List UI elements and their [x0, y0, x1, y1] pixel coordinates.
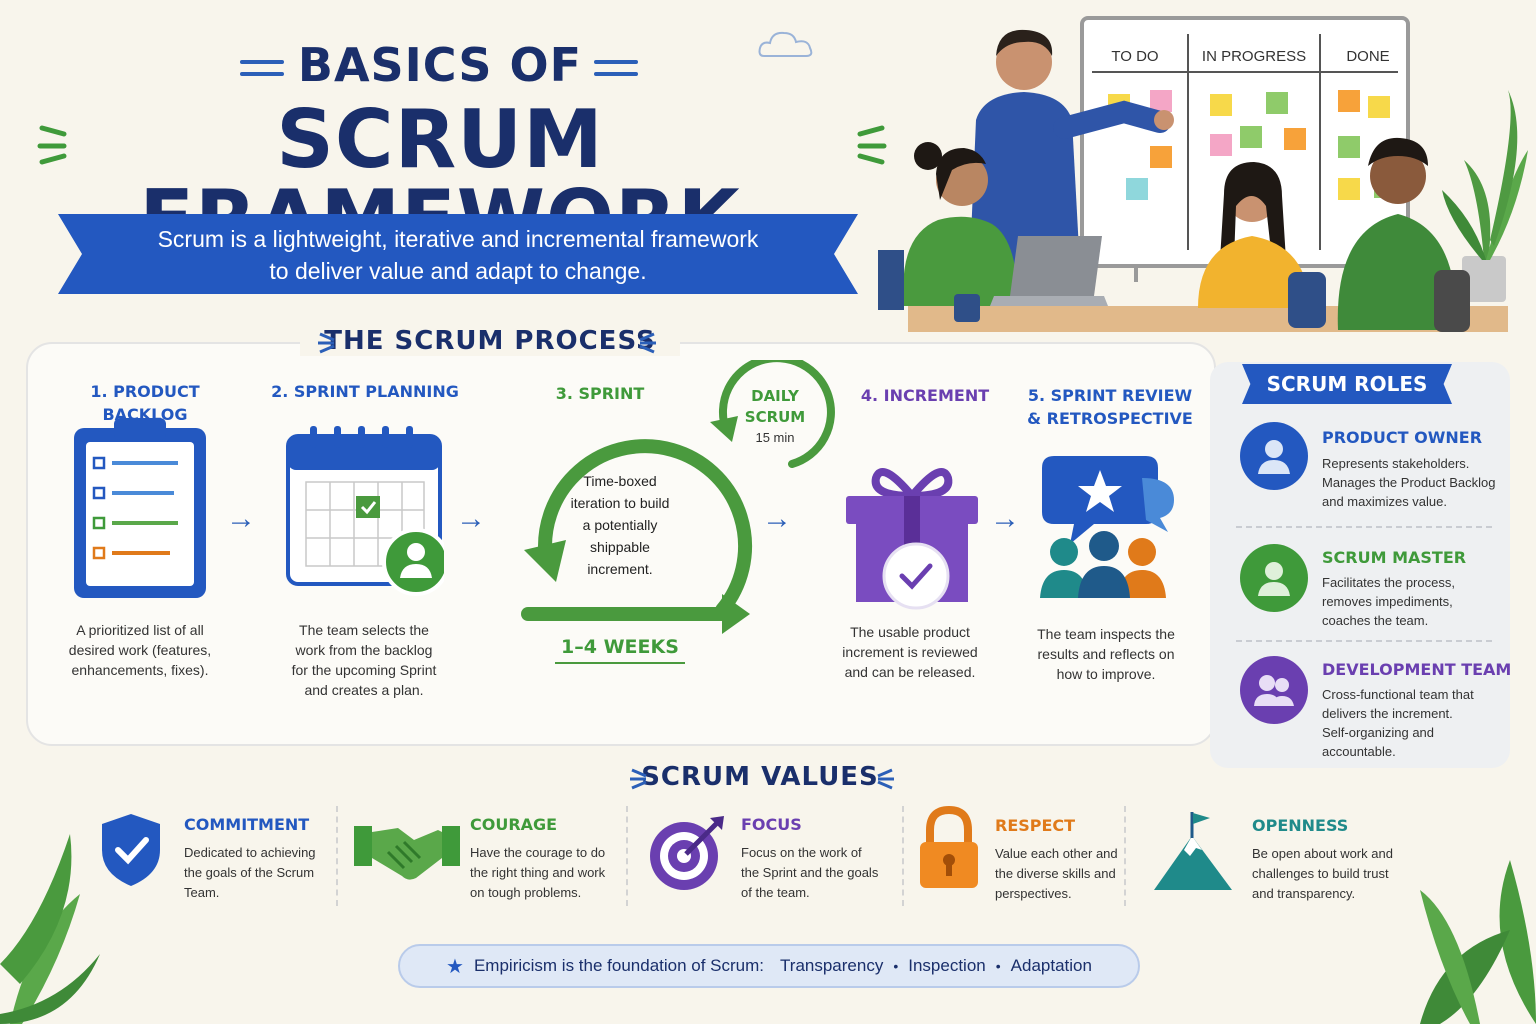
- tagline-banner: Scrum is a lightweight, iterative and in…: [58, 214, 858, 294]
- footer-pillar-inspection: Inspection: [908, 956, 986, 975]
- title-top: BASICS OF: [297, 38, 583, 92]
- arrow-1-icon: →: [226, 502, 256, 535]
- gift-icon: [846, 468, 978, 610]
- cloud-icon: [758, 31, 813, 57]
- values-title: SCRUM VALUES: [641, 762, 879, 792]
- sparkle-left-icon: [37, 125, 67, 165]
- sprint-duration: 1–4 WEEKS: [561, 636, 679, 658]
- handshake-icon: [354, 826, 460, 880]
- value-separator: [902, 806, 904, 906]
- leaves-left-decoration: [0, 834, 100, 1024]
- value-openness-title: OPENNESS: [1252, 816, 1349, 835]
- development-team-avatar-icon: [1240, 656, 1308, 724]
- role-development-team-title: DEVELOPMENT TEAM: [1322, 660, 1512, 679]
- value-separator: [1124, 806, 1126, 906]
- team-review-icon: [1040, 456, 1174, 598]
- role-divider: [1236, 526, 1492, 528]
- board-col-todo: TO DO: [1111, 48, 1159, 65]
- role-product-owner-desc: Represents stakeholders.Manages the Prod…: [1322, 456, 1496, 509]
- leaves-right-decoration: [1420, 860, 1536, 1024]
- value-respect-title: RESPECT: [995, 816, 1076, 835]
- step-3-title: 3. SPRINT: [555, 384, 645, 403]
- step-2-title: 2. SPRINT PLANNING: [271, 382, 459, 401]
- role-divider: [1236, 640, 1492, 642]
- team-illustration: [878, 16, 1528, 332]
- footer-pillar-transparency: Transparency: [780, 956, 884, 975]
- tagline-line-2: to deliver value and adapt to change.: [269, 258, 647, 284]
- empiricism-footer: ★ Empiricism is the foundation of Scrum:…: [398, 944, 1140, 988]
- value-focus-title: FOCUS: [741, 815, 802, 834]
- arrow-2-icon: →: [456, 502, 486, 535]
- process-panel: [26, 342, 1216, 746]
- bullet-icon: •: [893, 958, 899, 974]
- step-5-title: 5. SPRINT REVIEW& RETROSPECTIVE: [1027, 386, 1193, 428]
- value-separator: [626, 806, 628, 906]
- scrum-master-avatar-icon: [1240, 544, 1308, 612]
- step-4-title: 4. INCREMENT: [860, 386, 990, 405]
- footer-lead: Empiricism is the foundation of Scrum:: [473, 956, 765, 975]
- role-scrum-master-title: SCRUM MASTER: [1322, 548, 1467, 567]
- star-icon: ★: [446, 955, 464, 978]
- arrow-3-icon: →: [762, 502, 792, 535]
- target-icon: [650, 816, 724, 890]
- sprint-cycle-icon: [521, 360, 835, 634]
- values-title-right-marks: [877, 768, 894, 790]
- sparkle-right-icon: [857, 125, 887, 165]
- sprint-duration-underline: [555, 662, 685, 664]
- values-title-left-marks: [630, 768, 647, 790]
- tagline-line-1: Scrum is a lightweight, iterative and in…: [157, 226, 759, 252]
- board-col-done: DONE: [1346, 48, 1390, 65]
- bullet-icon: •: [995, 958, 1001, 974]
- value-commitment-title: COMMITMENT: [184, 815, 310, 834]
- role-product-owner-title: PRODUCT OWNER: [1322, 428, 1483, 447]
- process-title-right-marks: [639, 332, 656, 354]
- calendar-icon: [286, 426, 444, 596]
- lock-icon: [920, 806, 978, 888]
- role-scrum-master-desc: Facilitates the process,removes impedime…: [1322, 575, 1455, 628]
- value-separator: [336, 806, 338, 906]
- product-owner-avatar-icon: [1240, 422, 1308, 490]
- roles-title: SCRUM ROLES: [1242, 364, 1452, 404]
- mountain-flag-icon: [1154, 812, 1232, 890]
- daily-scrum-label: DAILY SCRUM 15 min: [744, 387, 806, 445]
- footer-pillar-adaptation: Adaptation: [1010, 956, 1092, 975]
- shield-icon: [102, 814, 160, 886]
- clipboard-icon: [74, 418, 206, 598]
- value-courage-title: COURAGE: [470, 815, 558, 834]
- process-title: THE SCRUM PROCESS: [300, 326, 680, 356]
- process-title-left-marks: [318, 332, 335, 354]
- board-col-inprogress: IN PROGRESS: [1201, 48, 1307, 65]
- arrow-4-icon: →: [990, 502, 1020, 535]
